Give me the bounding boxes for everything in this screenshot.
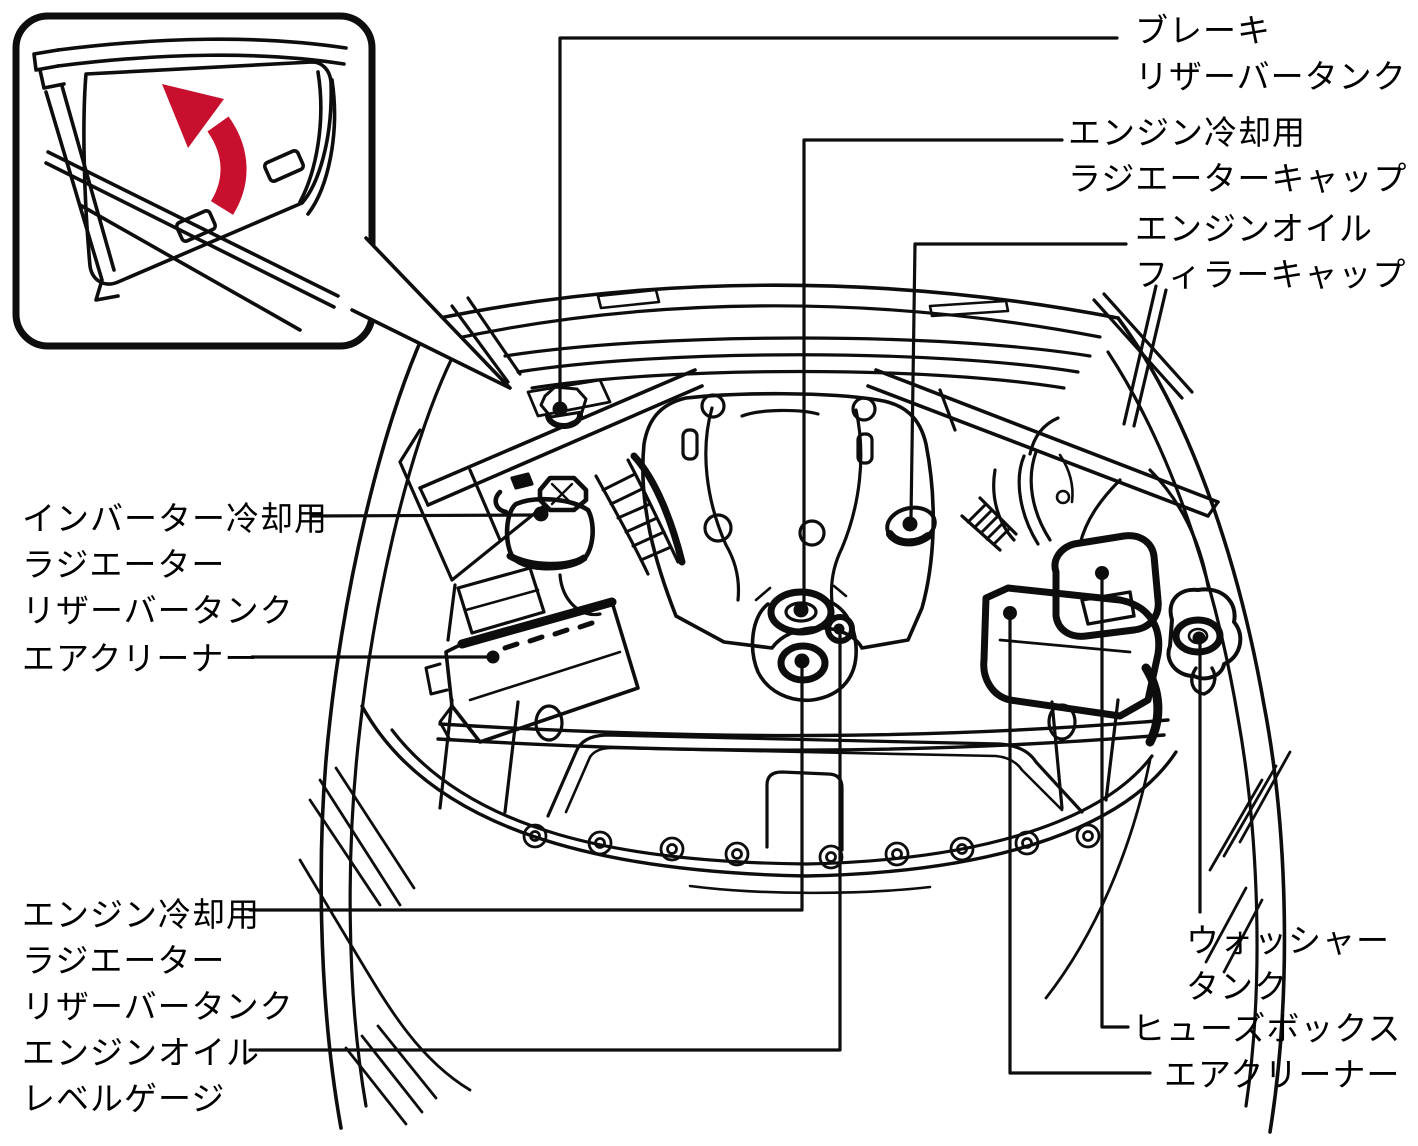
relay-box bbox=[456, 566, 546, 635]
leader-brake-reservoir bbox=[558, 36, 1119, 406]
label-line: エアクリーナー bbox=[22, 639, 259, 678]
label-line: レベルゲージ bbox=[22, 1079, 226, 1118]
leader-inverter-reservoir bbox=[310, 513, 538, 518]
label-line: タンク bbox=[1186, 967, 1288, 1006]
label-line: リザーバータンク bbox=[1135, 57, 1407, 96]
label-line: エンジンオイル bbox=[22, 1033, 260, 1072]
label-line: リザーバータンク bbox=[22, 987, 294, 1026]
intake-duct-right bbox=[960, 496, 1018, 552]
front-bumper bbox=[360, 698, 1178, 895]
red-curved-arrow-icon bbox=[162, 84, 247, 215]
label-line: エンジン冷却用 bbox=[22, 895, 260, 934]
leader-oil-level-gauge bbox=[248, 632, 842, 1052]
air-cleaner-left bbox=[424, 597, 640, 744]
leader-air-cleaner-right bbox=[1008, 616, 1152, 1075]
leader-oil-filler-cap bbox=[909, 242, 1128, 520]
label-engine-oil-filler-cap: エンジンオイル フィラーキャップ bbox=[1135, 206, 1406, 298]
intake-duct-left bbox=[558, 452, 686, 617]
bumper-bolts bbox=[522, 823, 1101, 870]
leader-coolant-reservoir bbox=[248, 666, 804, 912]
hood-open-inset bbox=[12, 12, 512, 390]
label-air-cleaner-left: エアクリーナー bbox=[22, 636, 258, 682]
label-line: ラジエーター bbox=[22, 941, 226, 980]
hoses-right bbox=[992, 416, 1074, 546]
label-air-cleaner-right: エアクリーナー bbox=[1164, 1052, 1400, 1098]
label-fuse-box: ヒューズボックス bbox=[1132, 1006, 1401, 1052]
engine-oil-filler-cap bbox=[885, 505, 937, 547]
label-engine-coolant-reservoir: エンジン冷却用 ラジエーター リザーバータンク bbox=[22, 892, 294, 1030]
leader-fuse-box bbox=[1100, 576, 1130, 1029]
label-engine-oil-level-gauge: エンジンオイル レベルゲージ bbox=[22, 1030, 260, 1122]
label-line: ラジエーター bbox=[22, 545, 226, 584]
leader-radiator-cap bbox=[802, 138, 1064, 606]
leader-lines bbox=[248, 36, 1202, 1075]
label-brake-reservoir-tank: ブレーキ リザーバータンク bbox=[1135, 8, 1407, 100]
label-line: エンジン冷却用 bbox=[1068, 113, 1306, 152]
inset-cowl-drawing bbox=[32, 37, 348, 332]
label-washer-tank: ウォッシャー タンク bbox=[1186, 918, 1390, 1010]
callout-dots bbox=[486, 401, 1206, 669]
label-line: インバーター冷却用 bbox=[22, 499, 328, 538]
label-inverter-coolant-reservoir: インバーター冷却用 ラジエーター リザーバータンク bbox=[22, 496, 328, 634]
label-line: リザーバータンク bbox=[22, 591, 294, 630]
car-body-outline bbox=[319, 283, 1287, 1134]
inverter-reservoir-tank bbox=[493, 472, 595, 571]
label-line: ヒューズボックス bbox=[1132, 1009, 1402, 1048]
inset-pointer-wedge bbox=[350, 236, 512, 390]
label-line: フィラーキャップ bbox=[1135, 255, 1407, 294]
label-line: エアクリーナー bbox=[1164, 1055, 1401, 1094]
wheel-well-right bbox=[1078, 468, 1210, 588]
label-line: ウォッシャー bbox=[1186, 921, 1390, 960]
engine-cover bbox=[641, 391, 936, 650]
label-line: エンジンオイル bbox=[1135, 209, 1373, 248]
cowl-area bbox=[418, 284, 1220, 518]
label-line: ラジエーターキャップ bbox=[1068, 159, 1408, 198]
strut-tower-left bbox=[398, 428, 547, 642]
label-line: ブレーキ bbox=[1135, 11, 1271, 50]
label-engine-coolant-radiator-cap: エンジン冷却用 ラジエーターキャップ bbox=[1068, 110, 1407, 202]
fuse-box bbox=[1051, 532, 1162, 640]
hatching bbox=[298, 750, 1292, 1126]
